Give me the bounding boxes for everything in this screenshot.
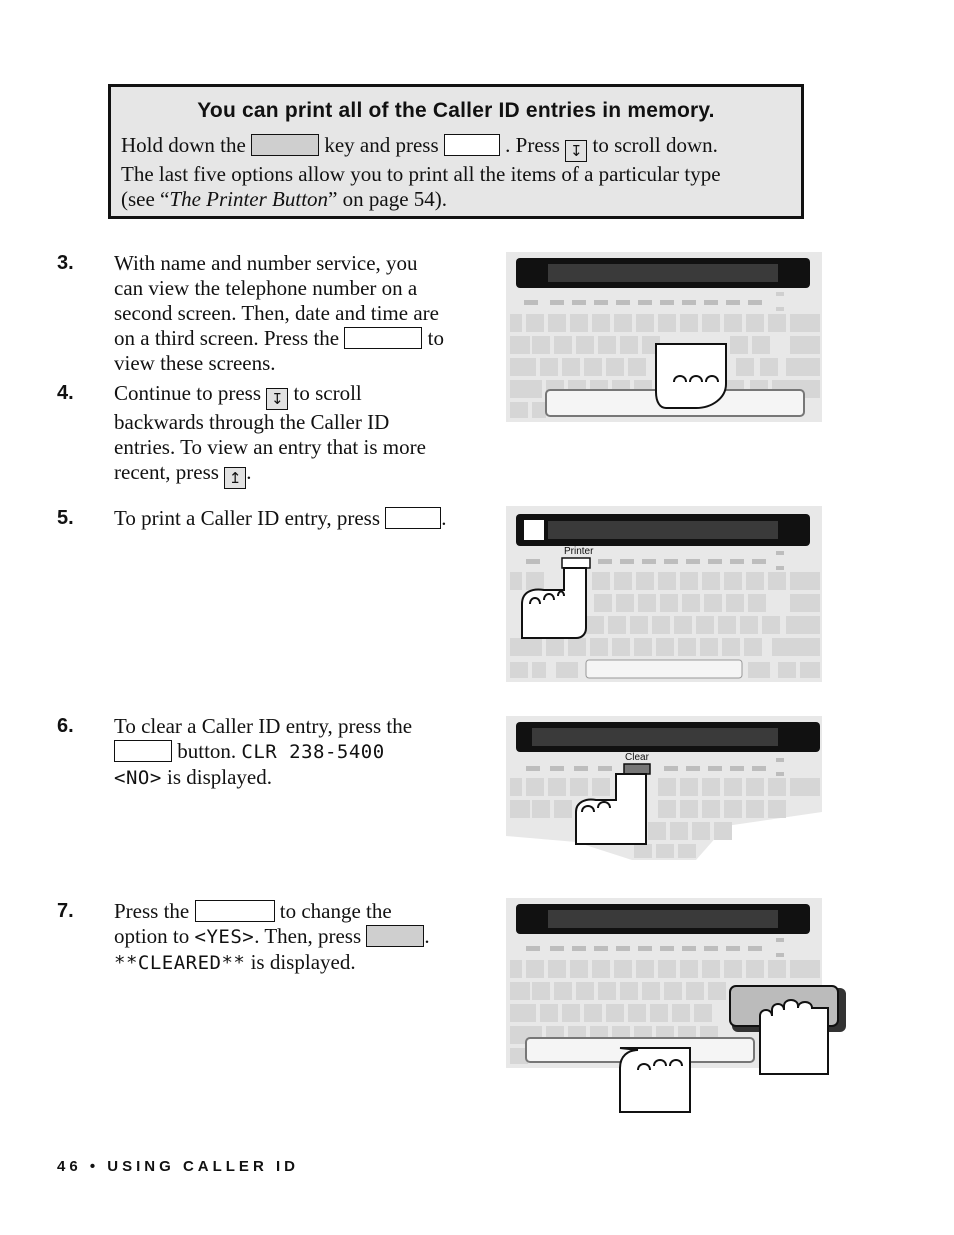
step-line: recent, press — [114, 460, 219, 484]
tip-reference: The Printer Button — [169, 187, 329, 211]
page-footer: 46 • USING CALLER ID — [57, 1158, 299, 1175]
tip-text: Hold down the — [121, 133, 246, 157]
step-text: To print a Caller ID entry, press . — [114, 506, 484, 531]
key-placeholder — [114, 740, 172, 762]
printer-key-label: Printer — [564, 546, 594, 557]
keyboard-illustration: Printer — [506, 506, 822, 682]
step-line: To clear a Caller ID entry, press the — [114, 714, 413, 738]
tip-text: . Press — [505, 133, 560, 157]
step-text: With name and number service, you can vi… — [114, 251, 484, 376]
keyboard-printer-illustration: Printer — [510, 514, 820, 679]
keyboard-illustration — [506, 898, 850, 1114]
step-line: on a third screen. Press the — [114, 326, 340, 350]
step-line: option to — [114, 924, 190, 948]
step-line: . — [246, 460, 252, 484]
key-placeholder — [366, 925, 425, 947]
key-placeholder — [344, 327, 423, 349]
step-line: To print a Caller ID entry, press — [114, 506, 381, 530]
step-text: Continue to press ↧ to scroll backwards … — [114, 381, 484, 489]
tip-text: to scroll down. — [592, 133, 718, 157]
display-text: <YES> — [194, 926, 255, 948]
keyboard-scroll-illustration — [510, 258, 820, 418]
tip-title: You can print all of the Caller ID entri… — [197, 99, 715, 122]
step-number: 4. — [57, 382, 74, 404]
tip-text: key and press — [324, 133, 439, 157]
step-line: . — [441, 506, 447, 530]
tip-text: ” on page 54). — [328, 187, 448, 211]
step-line: can view the telephone number on a — [114, 276, 418, 300]
step-line: to — [427, 326, 444, 350]
key-placeholder — [385, 507, 442, 529]
key-placeholder — [194, 900, 275, 922]
keyboard-illustration: Clear — [506, 716, 822, 866]
step-line: button. — [177, 739, 237, 763]
step-line: is displayed. — [167, 765, 273, 789]
step-number: 6. — [57, 715, 74, 737]
tip-text: The last five options allow you to print… — [121, 162, 721, 186]
step-line: . Then, press — [254, 924, 362, 948]
step-line: to scroll — [293, 381, 362, 405]
keyboard-illustration — [506, 252, 822, 422]
tip-text: (see “ — [121, 187, 170, 211]
clear-key-label: Clear — [625, 752, 650, 763]
display-text: <NO> — [114, 767, 162, 789]
display-text: **CLEARED** — [114, 952, 246, 974]
step-line: second screen. Then, date and time are — [114, 301, 439, 325]
key-placeholder — [251, 134, 320, 156]
keyboard-yes-illustration — [506, 898, 846, 1113]
step-number: 5. — [57, 507, 74, 529]
tip-box: You can print all of the Caller ID entri… — [108, 84, 804, 219]
step-number: 7. — [57, 900, 74, 922]
step-line: With name and number service, you — [114, 251, 418, 275]
step-line: . — [424, 924, 430, 948]
step-line: Continue to press — [114, 381, 261, 405]
step-text: To clear a Caller ID entry, press the bu… — [114, 714, 484, 791]
keyboard-clear-illustration: Clear — [506, 716, 822, 860]
step-line: Press the — [114, 899, 190, 923]
scroll-down-key-icon: ↧ — [266, 388, 289, 410]
scroll-up-key-icon: ↥ — [224, 467, 247, 489]
step-line: to change the — [279, 899, 392, 923]
tip-body: Hold down the key and press . Press ↧ to… — [121, 133, 791, 212]
step-line: view these screens. — [114, 351, 276, 375]
key-placeholder — [443, 134, 500, 156]
step-number: 3. — [57, 252, 74, 274]
step-text: Press the to change the option to <YES>.… — [114, 899, 484, 976]
step-line: entries. To view an entry that is more — [114, 435, 426, 459]
scroll-down-key-icon: ↧ — [565, 140, 588, 162]
display-text: CLR 238-5400 — [241, 741, 385, 763]
step-line: is displayed. — [250, 950, 356, 974]
step-line: backwards through the Caller ID — [114, 410, 390, 434]
